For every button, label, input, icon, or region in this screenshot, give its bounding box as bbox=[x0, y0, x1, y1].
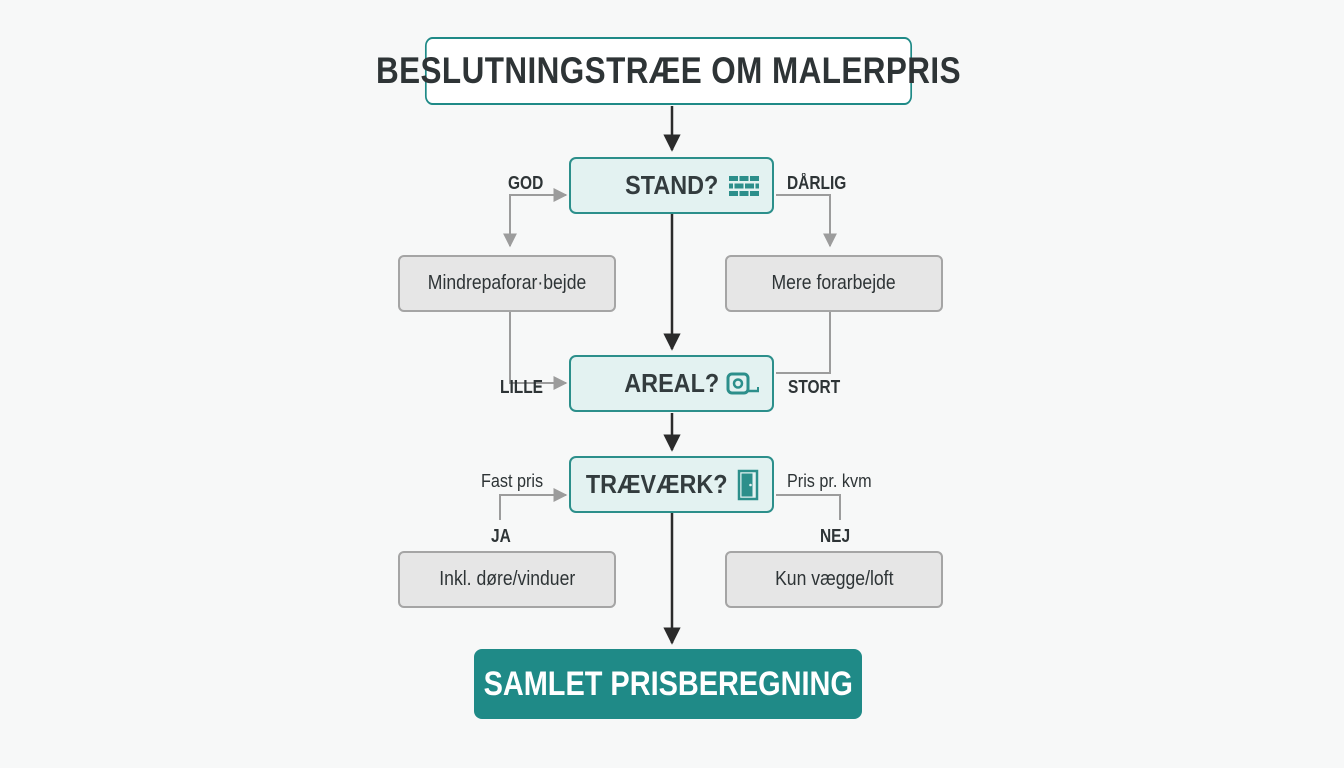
diagram-title-box: BESLUTNINGSTRÆE OM MALERPRIS bbox=[376, 37, 961, 105]
option-less-prep-label: Mindrepaforar·bejde bbox=[427, 272, 587, 294]
edge-label-stort: STORT bbox=[788, 377, 841, 397]
connector-lille-to-areal bbox=[509, 312, 568, 390]
final-box: SAMLET PRISBEREGNING bbox=[474, 649, 862, 719]
decision-traevaerk: TRÆVÆRK? bbox=[569, 456, 774, 513]
decision-stand: STAND? bbox=[569, 157, 774, 214]
final-label: SAMLET PRISBEREGNING bbox=[483, 664, 853, 703]
option-more-prep-label: Mere forarbejde bbox=[771, 272, 897, 294]
connector-darlig bbox=[776, 194, 837, 248]
connector-stort bbox=[776, 312, 831, 374]
decision-areal: AREAL? bbox=[569, 355, 774, 412]
edge-label-god: GOD bbox=[508, 173, 544, 193]
option-incl-doors: Inkl. døre/vinduer bbox=[398, 551, 616, 608]
decision-stand-label: STAND? bbox=[624, 170, 719, 200]
door-icon bbox=[736, 469, 760, 501]
option-more-prep: Mere forarbejde bbox=[725, 255, 943, 312]
connector-ja-to-traevaerk bbox=[499, 488, 568, 520]
option-incl-doors-label: Inkl. døre/vinduer bbox=[439, 568, 575, 590]
edge-label-fast-pris: Fast pris bbox=[481, 471, 544, 491]
option-walls-only: Kun vægge/loft bbox=[725, 551, 943, 608]
option-walls-only-label: Kun vægge/loft bbox=[774, 568, 894, 590]
edge-label-darlig: DÅRLIG bbox=[787, 173, 847, 193]
tape-measure-icon bbox=[726, 371, 760, 397]
connector-nej bbox=[776, 494, 841, 520]
diagram-title: BESLUTNINGSTRÆE OM MALERPRIS bbox=[375, 50, 962, 91]
edge-label-ja: JA bbox=[491, 526, 511, 546]
connector-god-to-stand bbox=[509, 188, 568, 242]
edge-label-lille: LILLE bbox=[500, 377, 543, 397]
edge-label-pris-pr-kvm: Pris pr. kvm bbox=[787, 471, 872, 491]
edge-label-nej: NEJ bbox=[820, 526, 851, 546]
decision-areal-label: AREAL? bbox=[624, 368, 719, 398]
option-less-prep: Mindrepaforar·bejde bbox=[398, 255, 616, 312]
brick-wall-icon bbox=[728, 175, 760, 197]
decision-traevaerk-label: TRÆVÆRK? bbox=[585, 469, 728, 499]
